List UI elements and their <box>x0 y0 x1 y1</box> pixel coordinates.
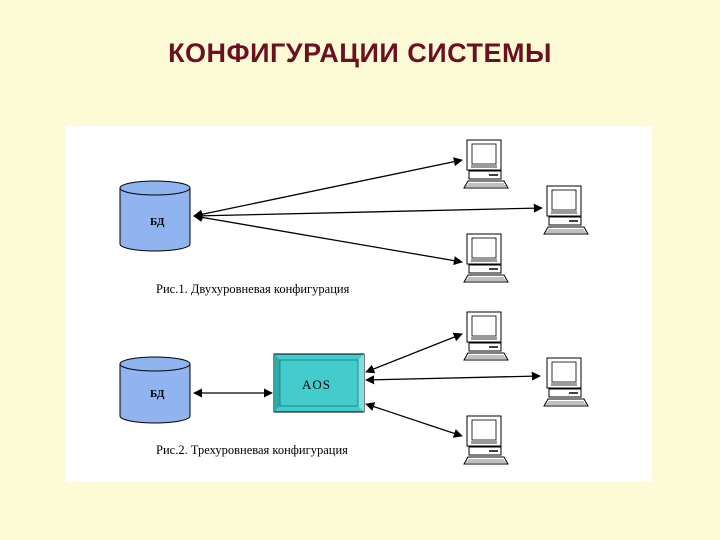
figure2-computer-icon-2 <box>543 357 589 407</box>
figure2-computer-icon-1 <box>463 311 509 361</box>
figure2-caption: Рис.2. Трехуровневая конфигурация <box>156 443 348 457</box>
figure1-computer-icon-2 <box>543 185 589 235</box>
figure2-server-box: AOS <box>273 353 365 413</box>
figure2-link-client2 <box>365 371 541 385</box>
figure1-computer-icon-3 <box>463 233 509 283</box>
figure2-db-label: БД <box>150 388 165 400</box>
figure2-link-client1 <box>365 332 463 374</box>
figure1-db-label: БД <box>150 216 165 228</box>
figure2-link-client3 <box>365 402 463 438</box>
slide-title: КОНФИГУРАЦИИ СИСТЕМЫ <box>168 38 552 68</box>
figure1-caption: Рис.1. Двухуровневая конфигурация <box>156 282 350 296</box>
figure1-database: БД <box>119 180 191 252</box>
figure1-computer-icon-1 <box>463 139 509 189</box>
figure1-link-client1 <box>193 157 463 219</box>
figure2-computer-icon-3 <box>463 415 509 465</box>
figure2-server-label: AOS <box>302 377 331 392</box>
figure1-link-client2 <box>193 203 543 221</box>
figure1-link-client3 <box>193 212 463 266</box>
diagram-panel: БД Рис.1. Двухуровневая конфигурация БД … <box>66 126 652 482</box>
figure2-database: БД <box>119 356 191 424</box>
